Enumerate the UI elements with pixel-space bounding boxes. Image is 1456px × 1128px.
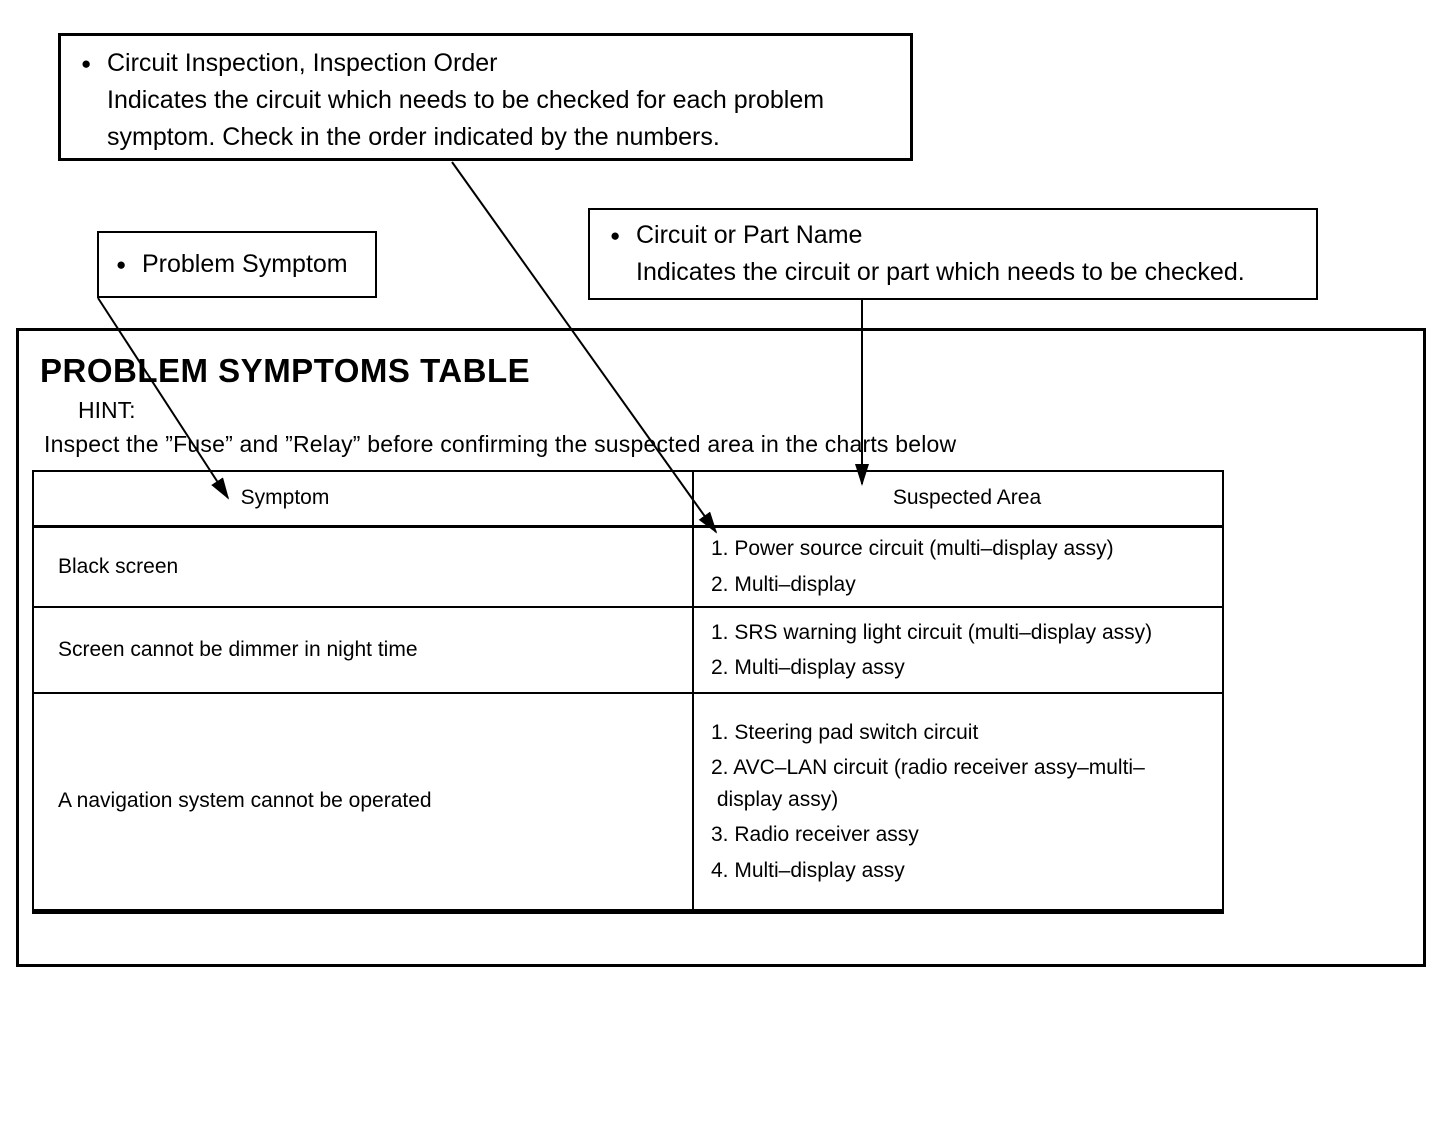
table-header-row: Symptom Suspected Area (32, 470, 1224, 528)
callout-problem-symptom: ● Problem Symptom (97, 231, 377, 298)
callout-circuit-or-part-title: Circuit or Part Name (636, 221, 863, 249)
table-row: Screen cannot be dimmer in night time 1.… (32, 606, 1224, 694)
callout-circuit-inspection-text1: Indicates the circuit which needs to be … (107, 86, 825, 114)
symptom-cell: Screen cannot be dimmer in night time (32, 606, 694, 694)
hint-text: Inspect the ”Fuse” and ”Relay” before co… (44, 431, 957, 457)
suspected-item: 1. SRS warning light circuit (multi–disp… (711, 620, 1153, 644)
suspected-item: 2. Multi–display assy (711, 656, 905, 679)
callout-circuit-inspection: ● Circuit Inspection, Inspection Order In… (58, 33, 913, 161)
suspected-area-cell: 1. SRS warning light circuit (multi–disp… (692, 606, 1224, 694)
column-header-symptom: Symptom (32, 470, 694, 528)
table-row: A navigation system cannot be operated 1… (32, 692, 1224, 914)
callout-circuit-inspection-text2: symptom. Check in the order indicated by… (107, 123, 720, 151)
suspected-item: 1. Power source circuit (multi–display a… (711, 537, 1114, 561)
hint-label: HINT: (78, 397, 136, 423)
callout-circuit-inspection-title: Circuit Inspection, Inspection Order (107, 49, 498, 77)
suspected-area-cell: 1. Steering pad switch circuit 2. AVC–LA… (692, 692, 1224, 914)
bullet-icon: ● (116, 255, 127, 274)
bullet-icon: ● (81, 54, 92, 73)
suspected-item: 3. Radio receiver assy (711, 823, 919, 846)
suspected-item: 2. AVC–LAN circuit (radio receiver assy–… (711, 756, 1145, 811)
callout-circuit-or-part: ● Circuit or Part Name Indicates the circ… (588, 208, 1318, 300)
callout-circuit-or-part-text1: Indicates the circuit or part which need… (636, 258, 1245, 286)
callout-title-line: ● Circuit Inspection, Inspection Order (81, 45, 900, 82)
table-row: Black screen 1. Power source circuit (mu… (32, 525, 1224, 608)
suspected-item: 2. Multi–display (711, 572, 856, 596)
page-title: PROBLEM SYMPTOMS TABLE (40, 352, 531, 389)
callout-problem-symptom-title: Problem Symptom (142, 250, 348, 278)
symptom-cell: A navigation system cannot be operated (32, 692, 694, 914)
suspected-item: 1. Steering pad switch circuit (711, 720, 979, 744)
symptom-cell: Black screen (32, 525, 694, 608)
symptoms-table: Symptom Suspected Area Black screen 1. P… (32, 470, 1224, 914)
column-header-suspected-area: Suspected Area (692, 470, 1224, 528)
callout-title-line: ● Circuit or Part Name (610, 217, 1306, 254)
suspected-area-cell: 1. Power source circuit (multi–display a… (692, 525, 1224, 608)
bullet-icon: ● (610, 226, 621, 245)
suspected-item: 4. Multi–display assy (711, 858, 905, 882)
